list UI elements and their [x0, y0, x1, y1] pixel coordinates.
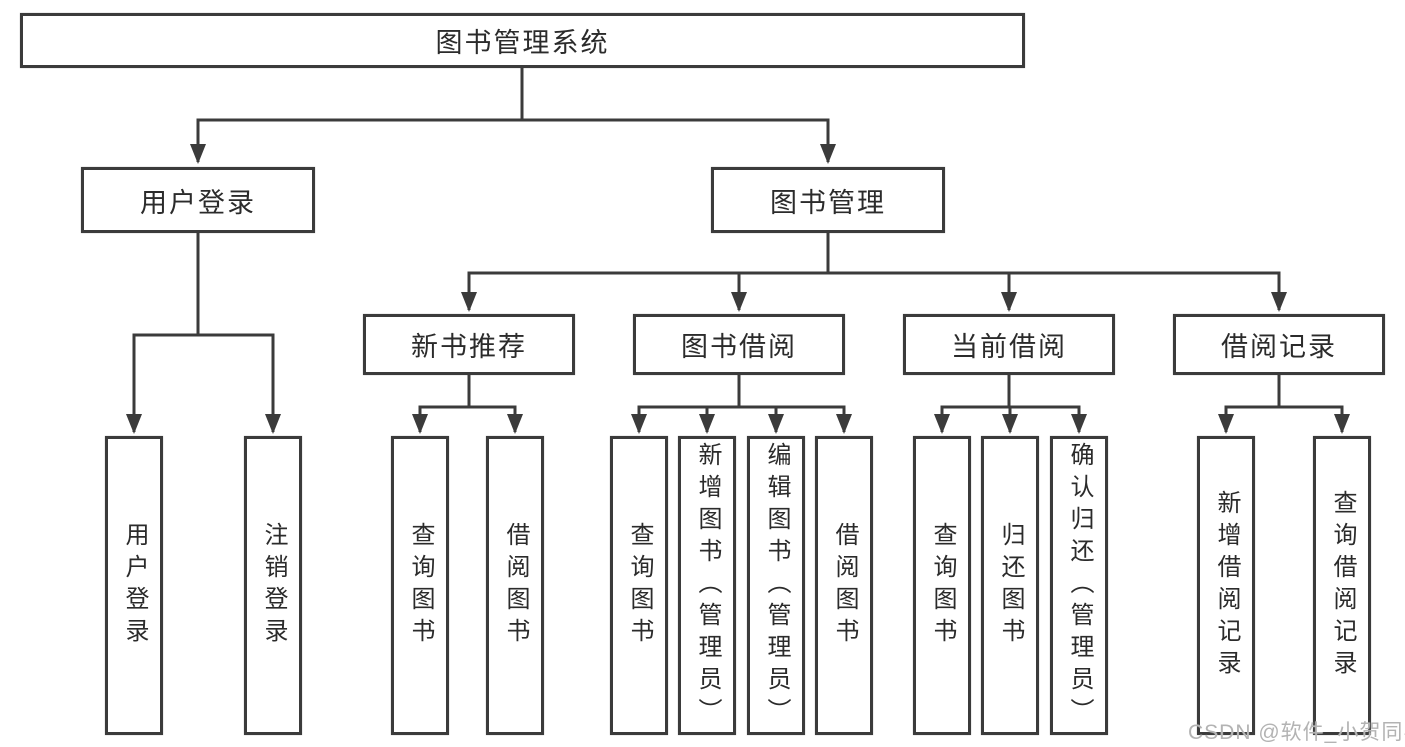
node-label: 借阅记录 [1221, 332, 1337, 362]
csdn-watermark: CSDN @软件_小贺同学 [1188, 721, 1405, 744]
node-label: 图书借阅 [681, 332, 797, 362]
leaf-logout: 注销登录 [244, 436, 302, 735]
root-node-library-system: 图书管理系统 [20, 13, 1025, 68]
leaf-add-book-admin: 新增图书（管理员） [678, 436, 736, 735]
leaf-add-borrow-record: 新增借阅记录 [1197, 436, 1255, 735]
leaf-label: 新增图书（管理员） [694, 441, 721, 730]
node-label: 用户登录 [140, 187, 256, 218]
leaf-query-books: 查询图书 [913, 436, 971, 735]
node-user-login: 用户登录 [81, 167, 315, 233]
leaf-label: 查询图书 [626, 521, 653, 650]
node-borrow-records: 借阅记录 [1173, 314, 1385, 375]
leaf-borrow-books: 借阅图书 [486, 436, 544, 735]
node-book-borrow: 图书借阅 [633, 314, 845, 375]
leaf-query-books: 查询图书 [610, 436, 668, 735]
node-label: 图书管理系统 [435, 28, 610, 58]
leaf-confirm-return-admin: 确认归还（管理员） [1050, 436, 1108, 735]
leaf-edit-book-admin: 编辑图书（管理员） [747, 436, 805, 735]
leaf-label: 新增借阅记录 [1213, 489, 1240, 682]
leaf-label: 借阅图书 [831, 521, 858, 650]
node-book-management: 图书管理 [711, 167, 945, 233]
node-new-book-recommend: 新书推荐 [363, 314, 575, 375]
leaf-label: 查询图书 [407, 521, 434, 650]
leaf-label: 用户登录 [121, 521, 148, 650]
node-label: 新书推荐 [411, 332, 527, 362]
leaf-label: 查询图书 [929, 521, 956, 650]
node-label: 当前借阅 [951, 332, 1067, 362]
node-label: 图书管理 [770, 187, 886, 218]
leaf-label: 确认归还（管理员） [1066, 441, 1093, 730]
leaf-label: 查询借阅记录 [1329, 489, 1356, 682]
node-current-borrow: 当前借阅 [903, 314, 1115, 375]
leaf-label: 借阅图书 [502, 521, 529, 650]
leaf-query-books: 查询图书 [391, 436, 449, 735]
leaf-query-borrow-record: 查询借阅记录 [1313, 436, 1371, 735]
leaf-label: 编辑图书（管理员） [763, 441, 790, 730]
leaf-borrow-books: 借阅图书 [815, 436, 873, 735]
leaf-label: 归还图书 [997, 521, 1024, 650]
leaf-user-login: 用户登录 [105, 436, 163, 735]
leaf-return-books: 归还图书 [981, 436, 1039, 735]
leaf-label: 注销登录 [260, 521, 287, 650]
